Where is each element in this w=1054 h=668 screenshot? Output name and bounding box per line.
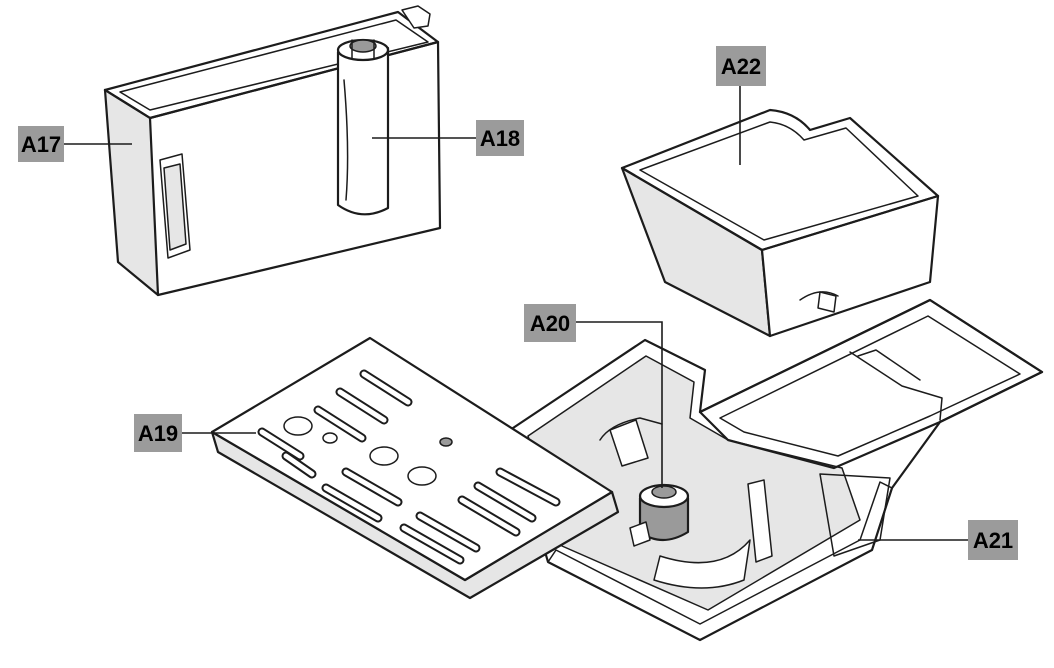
- drip-grid: [210, 336, 620, 600]
- grounds-container: [620, 108, 940, 338]
- label-a17: A17: [18, 126, 64, 162]
- drip-tray-base: [508, 298, 1044, 642]
- label-a22: A22: [716, 46, 766, 86]
- label-a18: A18: [476, 120, 524, 156]
- svg-text:A20: A20: [530, 311, 570, 336]
- label-a20: A20: [524, 304, 576, 342]
- svg-text:A19: A19: [138, 421, 178, 446]
- water-tank: [103, 5, 442, 297]
- svg-text:A22: A22: [721, 54, 761, 79]
- svg-text:A21: A21: [973, 528, 1013, 553]
- label-a21: A21: [968, 520, 1018, 560]
- svg-text:A17: A17: [21, 132, 61, 157]
- leader-a20: [576, 321, 663, 488]
- label-a19: A19: [134, 414, 182, 452]
- leader-lines: [64, 86, 968, 541]
- svg-text:A18: A18: [480, 126, 520, 151]
